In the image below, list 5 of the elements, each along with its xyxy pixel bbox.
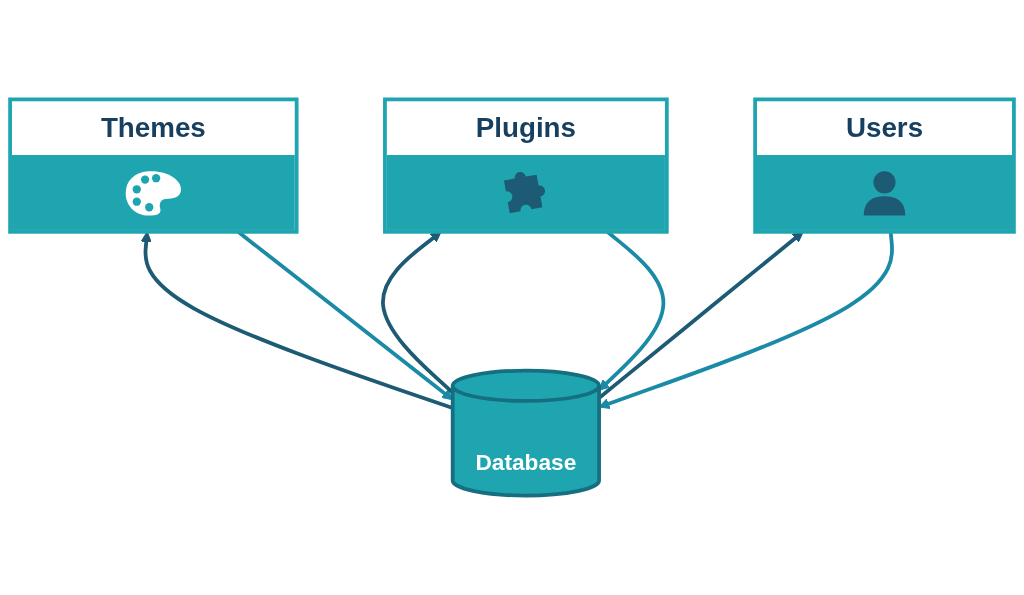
arrow	[598, 231, 894, 409]
node-box: Users	[753, 97, 1016, 234]
arrow	[381, 231, 454, 395]
arrow	[140, 231, 454, 410]
node-box: Themes	[8, 97, 299, 234]
